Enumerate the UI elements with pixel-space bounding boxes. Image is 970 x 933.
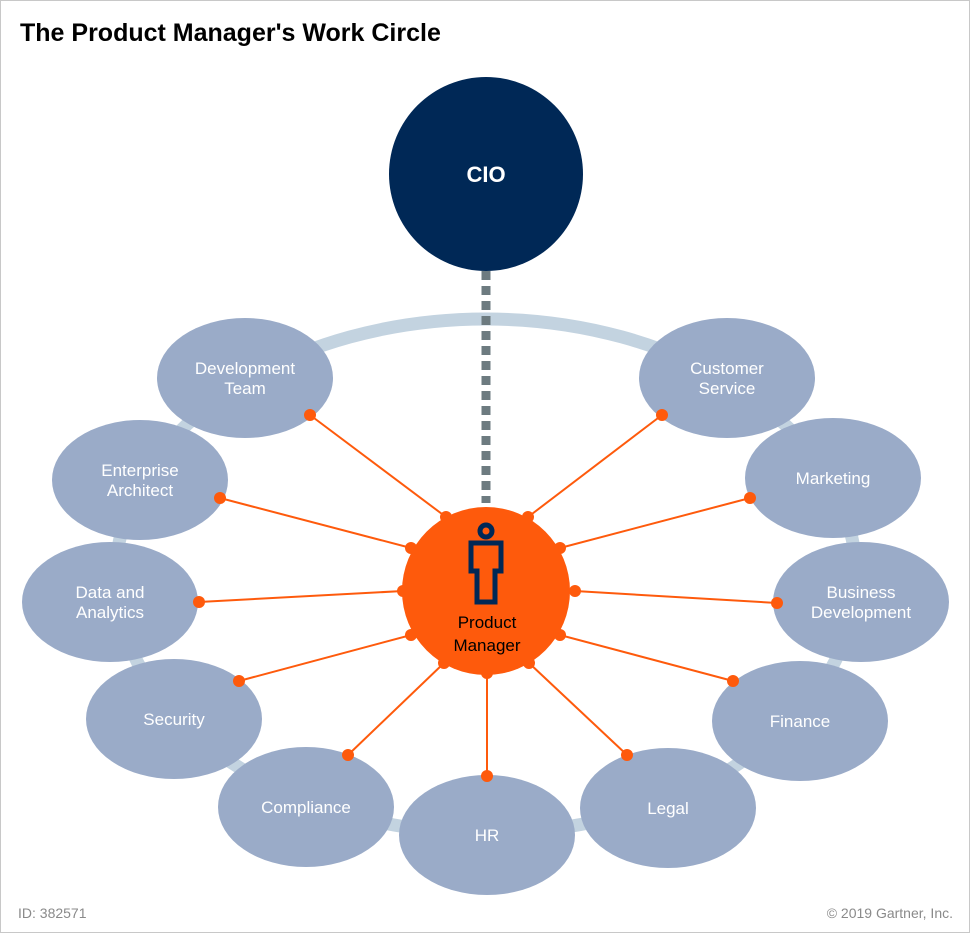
connector-line: [527, 414, 663, 518]
connector-dot: [214, 492, 226, 504]
connector-dot: [621, 749, 633, 761]
node-label: Development: [195, 359, 295, 378]
connector-dot: [233, 675, 245, 687]
product-manager-label-1: Product: [458, 613, 517, 632]
node-label: Business: [827, 583, 896, 602]
node-label: Legal: [647, 799, 689, 818]
node-label: Data and: [76, 583, 145, 602]
node-oval: [399, 775, 575, 895]
connector-dot: [342, 749, 354, 761]
cio-node: [389, 77, 583, 271]
connector-line: [574, 590, 778, 604]
node-oval: [86, 659, 262, 779]
connector-dot: [656, 409, 668, 421]
diagram-title: The Product Manager's Work Circle: [20, 19, 441, 47]
product-manager-node: [402, 507, 570, 675]
connector-dot: [771, 597, 783, 609]
hub-dot: [569, 585, 581, 597]
node-label: HR: [475, 826, 500, 845]
connector-line: [219, 497, 412, 549]
node-oval: [745, 418, 921, 538]
footer-copyright: © 2019 Gartner, Inc.: [826, 905, 953, 921]
node-label: Customer: [690, 359, 764, 378]
node-oval: [773, 542, 949, 662]
connector-dot: [481, 770, 493, 782]
node-oval: [639, 318, 815, 438]
node-label: Architect: [107, 481, 173, 500]
connector-line: [309, 414, 447, 518]
node-label: Marketing: [796, 469, 871, 488]
connector-dot: [304, 409, 316, 421]
connector-line: [559, 497, 751, 549]
connector-dot: [727, 675, 739, 687]
node-label: Finance: [770, 712, 830, 731]
person-icon: [468, 522, 504, 605]
node-label: Security: [143, 710, 205, 729]
connector-dot: [744, 492, 756, 504]
node-label: Enterprise: [101, 461, 178, 480]
node-label: Analytics: [76, 603, 144, 622]
node-oval: [52, 420, 228, 540]
node-oval: [157, 318, 333, 438]
connector-dot: [193, 596, 205, 608]
connector-line: [198, 590, 404, 603]
product-manager-label-2: Manager: [453, 636, 520, 655]
node-label: Development: [811, 603, 911, 622]
connector-line: [347, 662, 445, 756]
node-oval: [712, 661, 888, 781]
connector-line: [528, 662, 628, 756]
node-oval: [580, 748, 756, 868]
cio-label: CIO: [466, 162, 505, 187]
node-oval: [218, 747, 394, 867]
node-oval: [22, 542, 198, 662]
connector-line: [559, 634, 734, 682]
connector-line: [238, 634, 412, 682]
node-label: Compliance: [261, 798, 351, 817]
node-label: Team: [224, 379, 266, 398]
node-label: Service: [699, 379, 756, 398]
footer-id: ID: 382571: [18, 905, 87, 921]
